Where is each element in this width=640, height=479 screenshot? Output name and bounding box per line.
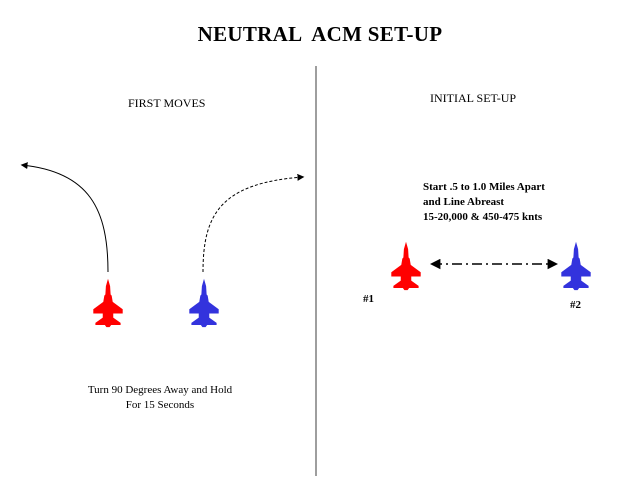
setup-line: Start .5 to 1.0 Miles Apart [423, 181, 545, 193]
caption-line: Turn 90 Degrees Away and Hold [87, 384, 233, 396]
blue-turn-path [202, 173, 305, 273]
caption-line: For 15 Seconds [125, 399, 195, 411]
first-moves-heading: FIRST MOVES [128, 96, 206, 110]
red-turn-path [20, 162, 109, 273]
fighter-1-red-icon [391, 241, 421, 291]
fighter-1-label: #1 [363, 293, 374, 305]
red-fighter-icon [93, 278, 123, 328]
diagram-title: NEUTRAL ACM SET-UP [197, 22, 443, 46]
setup-line: 15-20,000 & 450-475 knts [423, 211, 543, 223]
fighter-2-blue-icon [561, 241, 591, 291]
initial-setup-heading: INITIAL SET-UP [430, 91, 517, 105]
first-moves-caption: Turn 90 Degrees Away and Hold For 15 Sec… [60, 383, 260, 413]
setup-line: and Line Abreast [423, 196, 505, 208]
setup-description: Start .5 to 1.0 Miles Apart and Line Abr… [423, 180, 545, 225]
blue-fighter-icon [189, 278, 219, 328]
fighter-2-label: #2 [570, 299, 581, 311]
